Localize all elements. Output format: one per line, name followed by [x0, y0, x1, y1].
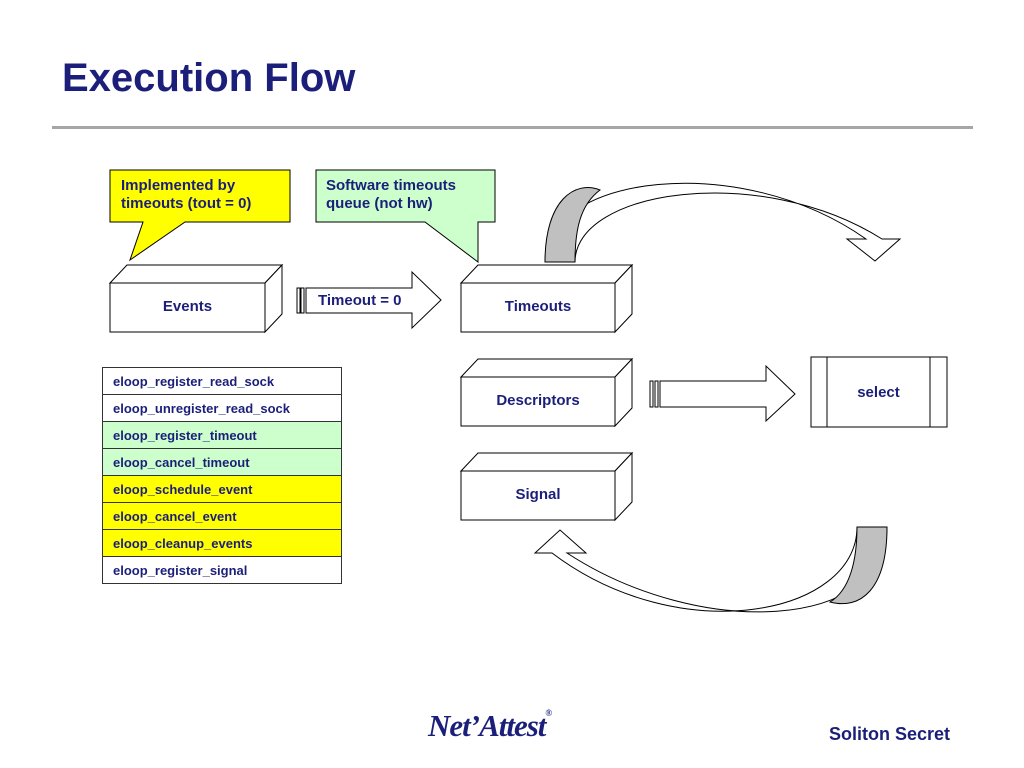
- timeouts-callout-text: Software timeouts queue (not hw): [326, 177, 457, 212]
- function-name-cell: eloop_register_signal: [102, 556, 342, 584]
- descriptors-box-label: Descriptors: [496, 392, 580, 409]
- table-row: eloop_register_signal: [102, 556, 342, 584]
- timeout-zero-label: Timeout = 0: [318, 292, 402, 309]
- signal-box-label: Signal: [515, 486, 561, 503]
- table-row: eloop_unregister_read_sock: [102, 394, 342, 422]
- function-name-cell: eloop_schedule_event: [102, 475, 342, 503]
- table-row: eloop_schedule_event: [102, 475, 342, 503]
- descriptors-box-shape: [459, 357, 634, 428]
- function-name-cell: eloop_unregister_read_sock: [102, 394, 342, 422]
- events-callout-text: Implemented by timeouts (tout = 0): [121, 177, 252, 212]
- timeouts-box-shape: [459, 263, 634, 334]
- signal-box-shape: [459, 451, 634, 522]
- events-box-label: Events: [162, 298, 213, 315]
- timeouts-callout-shape: [315, 169, 496, 264]
- descriptors-to-select-arrow: [649, 364, 796, 423]
- registered-mark: ®: [545, 708, 552, 718]
- footer-confidential: Soliton Secret: [829, 724, 951, 744]
- title-divider: [52, 126, 973, 129]
- top-curved-arrow: [544, 182, 902, 263]
- function-name-cell: eloop_cancel_event: [102, 502, 342, 530]
- page-title: Execution Flow: [62, 56, 356, 100]
- table-row: eloop_cancel_event: [102, 502, 342, 530]
- select-box-shape: [810, 356, 948, 428]
- table-row: eloop_register_read_sock: [102, 367, 342, 395]
- table-row: eloop_cleanup_events: [102, 529, 342, 557]
- function-name-cell: eloop_cleanup_events: [102, 529, 342, 557]
- bottom-curved-arrow: [533, 526, 888, 613]
- function-name-cell: eloop_cancel_timeout: [102, 448, 342, 476]
- netattest-logo: Net’Attest®: [428, 708, 552, 744]
- events-box-shape: [108, 263, 284, 334]
- timeouts-box-label: Timeouts: [504, 298, 572, 315]
- table-row: eloop_cancel_timeout: [102, 448, 342, 476]
- function-name-cell: eloop_register_read_sock: [102, 367, 342, 395]
- timeout-zero-arrow: [296, 270, 442, 330]
- table-row: eloop_register_timeout: [102, 421, 342, 449]
- logo-text: Net’Attest: [428, 708, 546, 743]
- select-box-label: select: [857, 384, 900, 401]
- function-name-cell: eloop_register_timeout: [102, 421, 342, 449]
- events-callout-shape: [109, 169, 291, 262]
